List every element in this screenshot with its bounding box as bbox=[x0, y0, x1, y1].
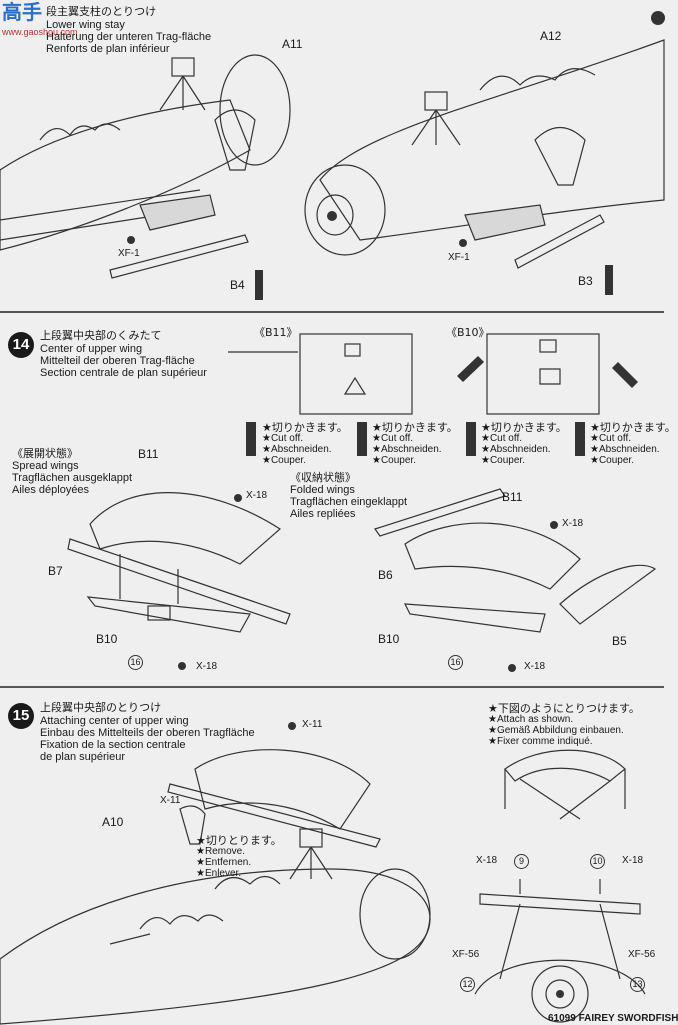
step-13-title-de: Halterung der unteren Trag-fläche bbox=[46, 31, 212, 43]
divider-14-15 bbox=[0, 686, 664, 688]
callout-9: 9 bbox=[514, 853, 529, 869]
label-b11-right: B11 bbox=[502, 490, 523, 504]
step-15-number: 15 bbox=[8, 703, 34, 729]
label-xf56-a: XF-56 bbox=[452, 949, 480, 960]
step-14-title-fr: Section centrale de plan supérieur bbox=[40, 367, 207, 379]
label-x18-b: X-18 bbox=[562, 518, 584, 529]
divider-13-14 bbox=[0, 311, 664, 313]
label-b5: B5 bbox=[612, 634, 627, 648]
footer-text: 61099 FAIREY SWORDFISH bbox=[548, 1013, 678, 1024]
step-13-illustration bbox=[0, 11, 665, 300]
b10-tag: 《B10》 bbox=[446, 326, 490, 339]
label-x18-10: X-18 bbox=[622, 855, 644, 866]
label-b6: B6 bbox=[378, 568, 393, 582]
step-14-illustration bbox=[67, 333, 657, 672]
callout-12: 12 bbox=[460, 976, 475, 992]
label-a10: A10 bbox=[102, 815, 124, 829]
step-13-title-jp: 段主翼支柱のとりつけ bbox=[46, 5, 157, 18]
label-x11-a: X-11 bbox=[302, 719, 323, 730]
label-xf1-right: XF-1 bbox=[448, 252, 470, 263]
callout-10: 10 bbox=[590, 853, 605, 869]
label-xf1-left: XF-1 bbox=[118, 248, 140, 259]
cut-note-3: ★切りかきます。★Cut off.★Abschneiden.★Couper. bbox=[481, 421, 567, 466]
remove-note: ★切りとります。★Remove.★Entfernen.★Enlever. bbox=[196, 834, 282, 879]
step-14-title-en: Center of upper wing bbox=[40, 343, 143, 355]
watermark-url: www.gaoshou.com bbox=[2, 27, 78, 37]
callout-16-left: 16 bbox=[128, 654, 143, 670]
label-b11-left: B11 bbox=[138, 447, 159, 461]
label-xf56-b: XF-56 bbox=[628, 949, 656, 960]
label-x18-c: X-18 bbox=[196, 661, 218, 672]
attach-note: ★下図のようにとりつけます。★Attach as shown.★Gemäß Ab… bbox=[488, 702, 640, 747]
step-15-illustration bbox=[0, 722, 646, 1025]
label-b3: B3 bbox=[578, 274, 593, 288]
label-x18-9: X-18 bbox=[476, 855, 498, 866]
step-14-panel: 14 上段翼中央部のくみたて Center of upper wing Mitt… bbox=[0, 314, 676, 684]
label-b10-left: B10 bbox=[96, 632, 118, 646]
step-15-title-fr1: Fixation de la section centrale bbox=[40, 739, 186, 751]
cut-note-4: ★切りかきます。★Cut off.★Abschneiden.★Couper. bbox=[590, 421, 676, 466]
watermark-logo: 高手 bbox=[2, 2, 42, 24]
label-x18-d: X-18 bbox=[524, 661, 546, 672]
label-a11: A11 bbox=[282, 37, 303, 51]
step-13-title-fr: Renforts de plan inférieur bbox=[46, 43, 170, 55]
step-14-title-jp: 上段翼中央部のくみたて bbox=[40, 329, 162, 342]
step-15-title-de: Einbau des Mittelteils der oberen Tragfl… bbox=[40, 727, 255, 739]
label-b7: B7 bbox=[48, 564, 63, 578]
label-x11-b: X-11 bbox=[160, 795, 181, 806]
step-15-title-jp: 上段翼中央部のとりつけ bbox=[40, 701, 162, 714]
label-a12: A12 bbox=[540, 29, 562, 43]
step-15-title-en: Attaching center of upper wing bbox=[40, 715, 189, 727]
label-b4: B4 bbox=[230, 278, 245, 292]
b11-tag: 《B11》 bbox=[254, 326, 298, 339]
step-13-panel: 段主翼支柱のとりつけ Lower wing stay Halterung der… bbox=[0, 0, 665, 310]
cut-note-1: ★切りかきます。★Cut off.★Abschneiden.★Couper. bbox=[262, 421, 348, 466]
step-15-panel: 15 上段翼中央部のとりつけ Attaching center of upper… bbox=[0, 689, 664, 1025]
step-15-title-fr2: de plan supérieur bbox=[40, 751, 126, 763]
step-14-title-de: Mittelteil der oberen Trag-fläche bbox=[40, 355, 195, 367]
step-13-title-en: Lower wing stay bbox=[46, 19, 125, 31]
label-x18-a: X-18 bbox=[246, 490, 268, 501]
callout-16-right: 16 bbox=[448, 654, 463, 670]
callout-13: 13 bbox=[630, 976, 645, 992]
cut-note-2: ★切りかきます。★Cut off.★Abschneiden.★Couper. bbox=[372, 421, 458, 466]
step-14-number: 14 bbox=[8, 332, 34, 358]
label-b10-right: B10 bbox=[378, 632, 400, 646]
